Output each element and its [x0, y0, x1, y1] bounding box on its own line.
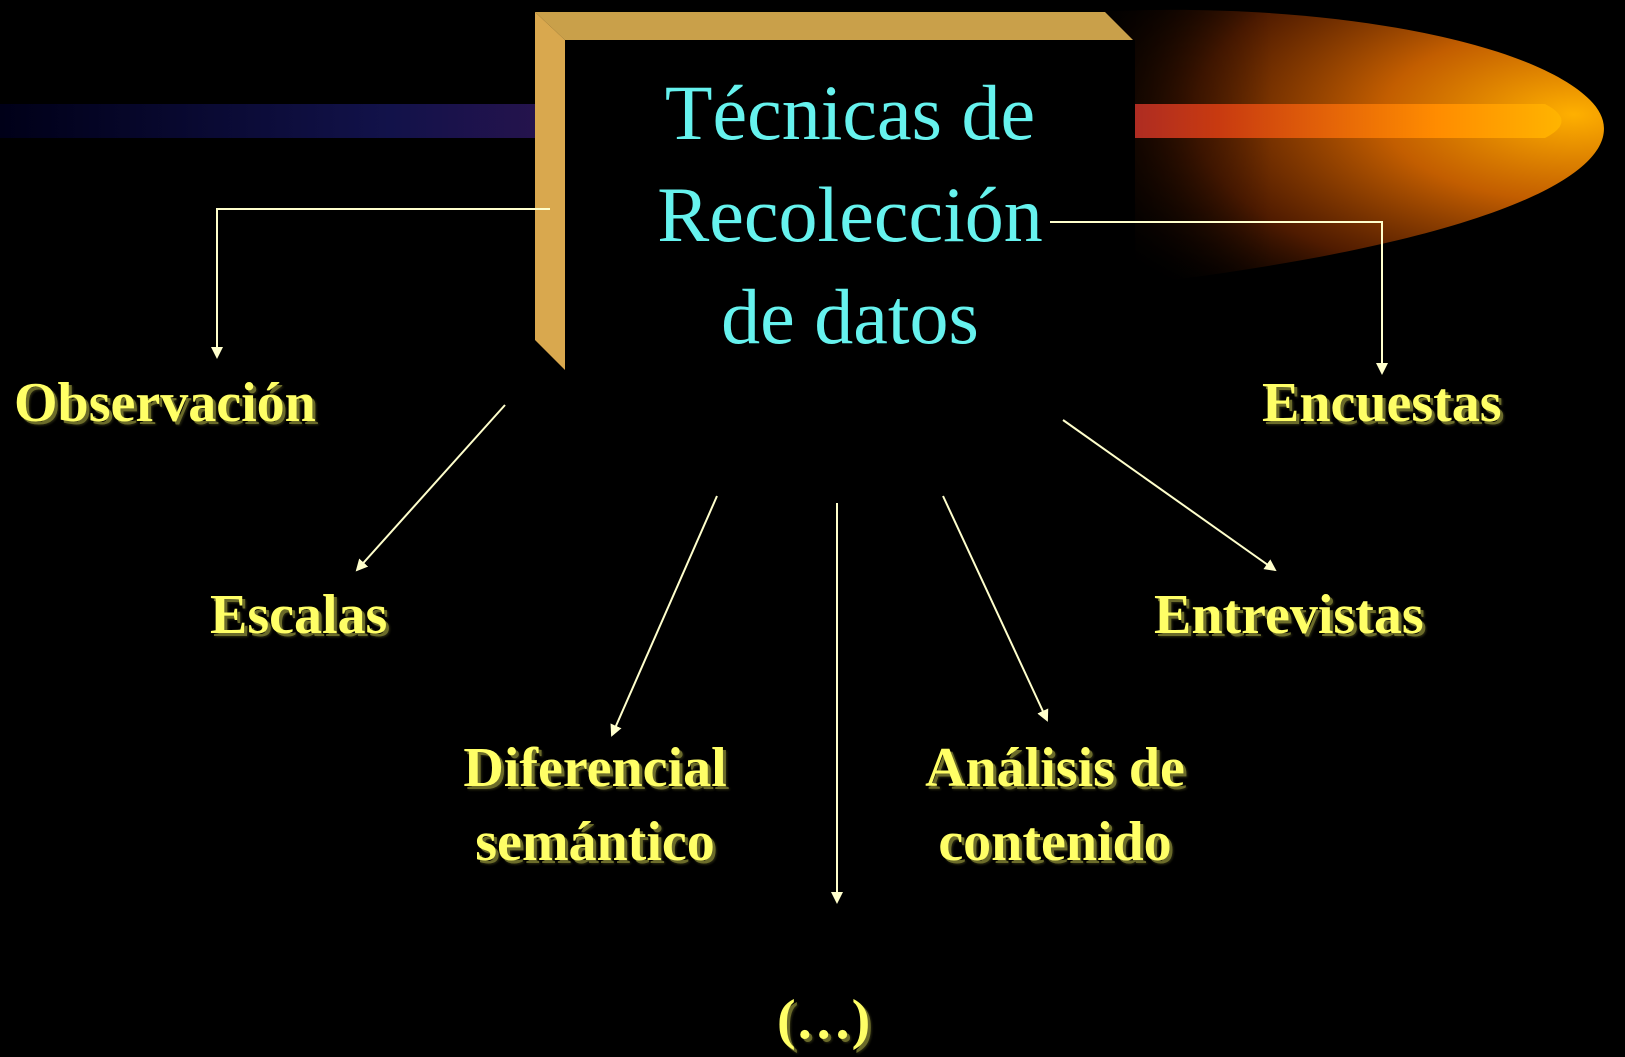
node-escalas: Escalas: [210, 578, 387, 652]
node-escalas-label: Escalas: [210, 584, 388, 646]
arrow-to-observacion: [211, 208, 550, 359]
node-observacion: Observación: [14, 366, 316, 440]
node-encuestas: Encuestas: [1262, 366, 1502, 440]
node-diferencial-line-2: semántico: [475, 811, 715, 873]
connectors: [211, 208, 1388, 904]
arrow-to-encuestas: [1050, 221, 1388, 375]
arrow-to-analisis: [942, 495, 1049, 722]
diagram-title: Técnicas de Recolección de datos: [560, 62, 1140, 368]
node-entrevistas: Entrevistas: [1154, 578, 1424, 652]
node-diferencial-semantico: Diferencial semántico: [440, 731, 750, 879]
node-analisis-line-1: Análisis de: [925, 737, 1185, 799]
arrow-to-diferencial: [610, 495, 718, 737]
node-ellipsis-label: (…): [777, 989, 871, 1051]
title-panel: [535, 12, 1135, 370]
title-line-1: Técnicas de: [664, 69, 1036, 156]
node-diferencial-line-1: Diferencial: [463, 737, 727, 799]
node-encuestas-label: Encuestas: [1262, 372, 1502, 434]
arrow-to-entrevistas: [1062, 419, 1277, 572]
title-line-2: Recolección: [657, 171, 1043, 258]
node-ellipsis: (…): [777, 983, 870, 1057]
arrow-to-escalas: [355, 404, 506, 572]
flare-decoration: [1000, 9, 1604, 285]
title-line-3: de datos: [721, 273, 979, 360]
node-analisis-line-2: contenido: [938, 811, 1172, 873]
node-observacion-label: Observación: [14, 372, 316, 434]
node-entrevistas-label: Entrevistas: [1154, 584, 1424, 646]
node-analisis-contenido: Análisis de contenido: [900, 731, 1210, 879]
